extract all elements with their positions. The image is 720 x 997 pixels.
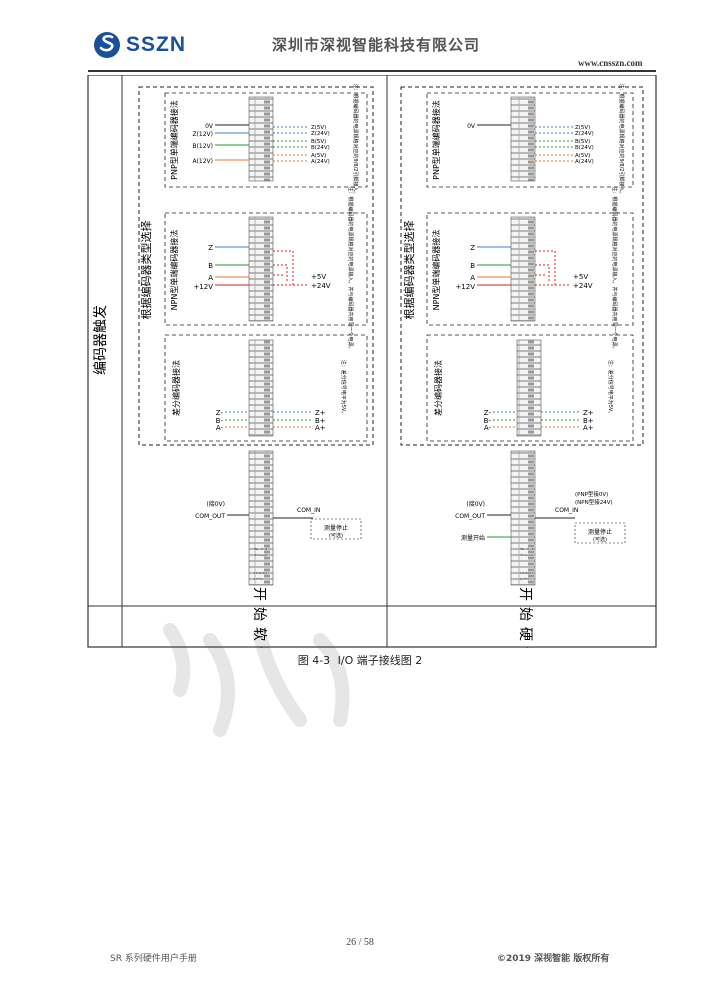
pnp-wire-0v: 0V	[205, 123, 214, 130]
npn-wire-z: Z	[208, 244, 213, 252]
pnp-wire-a: A(12V)	[192, 158, 213, 165]
diff-right-a-neg: A-	[484, 424, 492, 432]
row-label-encoder-trigger: 编码器触发	[93, 305, 109, 375]
pnp-wire-z24: Z(24V)	[311, 131, 330, 137]
diff-label-right: 差分编码器接法	[433, 360, 443, 416]
footer-copyright: ©2019 深视智能 版权所有	[497, 954, 610, 964]
npn-right-b: B	[470, 262, 475, 270]
diff-wire-b-neg: B-	[216, 417, 224, 425]
io-wiring-diagram: 编码器触发 测量开始软件信号 测量开始硬件信号 根据编码器类型选择 PNP型单端…	[87, 75, 657, 648]
io-com-out-note-left: (接0V)	[206, 500, 225, 508]
watermark-logo	[163, 623, 350, 737]
footer-manual-title: SR 系列硬件用户手册	[110, 954, 197, 964]
sszn-logo-icon	[94, 32, 120, 58]
diff-right-b-neg: B-	[484, 417, 492, 425]
npn-right-5v: +5V	[573, 273, 588, 281]
io-npn-24v-right: (NPN型接24V)	[575, 498, 613, 506]
diff-wire-z-pos: Z+	[315, 409, 326, 417]
diff-wire-a-neg: A-	[216, 424, 224, 432]
figure-caption: 图 4-3 I/O 端子接线图 2	[0, 652, 720, 668]
diff-wire-b-pos: B+	[315, 417, 326, 425]
company-url: www.cnsszn.com	[578, 58, 643, 68]
pnp-right-z5: Z(5V)	[575, 125, 590, 131]
select-label-left: 根据编码器类型选择	[139, 221, 153, 320]
diff-right-z-pos: Z+	[583, 409, 594, 417]
pnp-wire-b: B(12V)	[192, 143, 213, 150]
pnp-wire-b5: B(5V)	[311, 139, 326, 145]
pnp-wire-a24: A(24V)	[311, 159, 330, 165]
npn-right-a: A	[470, 274, 475, 282]
npn-wire-b: B	[208, 262, 213, 270]
pnp-note-right: 注：根据编码器的电源规格对应的9/8/2引脚接入。	[618, 84, 625, 197]
npn-note-left: 注：根据编码器的电源规格对应的电源输入，并与编码器共用同一个电源。	[347, 186, 354, 351]
npn-note-right: 注：根据编码器的电源规格对应的电源输入，并与编码器共用同一个电源。	[611, 186, 618, 351]
page-number: 26 / 58	[346, 937, 374, 948]
pnp-right-b5: B(5V)	[575, 139, 590, 145]
npn-wire-12v: +12V	[193, 283, 213, 291]
io-measure-start-right: 测量开始	[461, 534, 485, 542]
pnp-right-0v: 0V	[467, 123, 476, 130]
page-header: SSZN 深圳市深视智能科技有限公司 www.cnsszn.com	[0, 0, 720, 75]
io-measure-stop-right: 测量停止	[588, 528, 612, 536]
io-com-out-left: COM_OUT	[195, 513, 225, 520]
npn-label-left: NPN型单端编码器接法	[169, 230, 179, 311]
diff-right-b-pos: B+	[583, 417, 594, 425]
figure-number: 图 4-3	[297, 654, 331, 667]
pnp-right-z24: Z(24V)	[575, 131, 594, 137]
pnp-label-right: PNP型单端编码器接法	[431, 100, 441, 180]
pnp-label-left: PNP型单端编码器接法	[169, 100, 179, 180]
diff-wire-z-neg: Z-	[216, 409, 224, 417]
npn-right-24v: +24V	[573, 282, 593, 290]
pnp-right-b24: B(24V)	[575, 145, 594, 151]
company-name: 深圳市深视智能科技有限公司	[272, 36, 481, 54]
npn-label-right: NPN型单端编码器接法	[431, 230, 441, 311]
header-rule	[88, 70, 656, 72]
io-com-out-note-right: (接0V)	[466, 500, 485, 508]
io-pnp-0v-right: (PNP型接0V)	[575, 490, 608, 498]
right-panel: 根据编码器类型选择 PNP型单端编码器接法 0V Z(5V) Z(24V) B(…	[400, 84, 644, 586]
figure-title: I/O 端子接线图 2	[337, 654, 423, 667]
io-com-out-right: COM_OUT	[455, 513, 485, 520]
diff-right-a-pos: A+	[583, 424, 594, 432]
npn-right-12v: +12V	[455, 283, 475, 291]
pnp-note-left: 注：根据编码器的电源规格对应的9/8/2引脚接入。	[352, 84, 359, 197]
pnp-wire-z5: Z(5V)	[311, 125, 326, 131]
diff-note-right: 注：差分信号电平为5V。	[607, 360, 614, 417]
diff-label-left: 差分编码器接法	[171, 360, 181, 416]
diff-note-left: 注：差分信号电平为5V。	[340, 360, 347, 417]
npn-power-24v: +24V	[311, 282, 331, 290]
pnp-right-a24: A(24V)	[575, 159, 594, 165]
io-measure-stop-left: 测量停止	[324, 524, 348, 532]
npn-power-5v: +5V	[311, 273, 326, 281]
pnp-wire-z: Z(12V)	[192, 131, 213, 138]
npn-wire-a: A	[208, 274, 213, 282]
diff-right-z-neg: Z-	[484, 409, 492, 417]
io-com-in-right: COM_IN	[555, 507, 578, 514]
io-com-in-left: COM_IN	[297, 507, 320, 514]
left-panel: 根据编码器类型选择 PNP型单端编码器接法 0V Z(12V) B(12V) A…	[138, 84, 374, 586]
npn-right-z: Z	[470, 244, 475, 252]
pnp-right-a5: A(5V)	[575, 153, 590, 159]
pnp-wire-b24: B(24V)	[311, 145, 330, 151]
io-measure-optional-left: (可选)	[329, 532, 343, 539]
logo-text: SSZN	[126, 33, 187, 56]
diff-wire-a-pos: A+	[315, 424, 326, 432]
select-label-right: 根据编码器类型选择	[402, 221, 416, 320]
pnp-wire-a5: A(5V)	[311, 153, 326, 159]
io-measure-optional-right: (可选)	[593, 536, 607, 543]
